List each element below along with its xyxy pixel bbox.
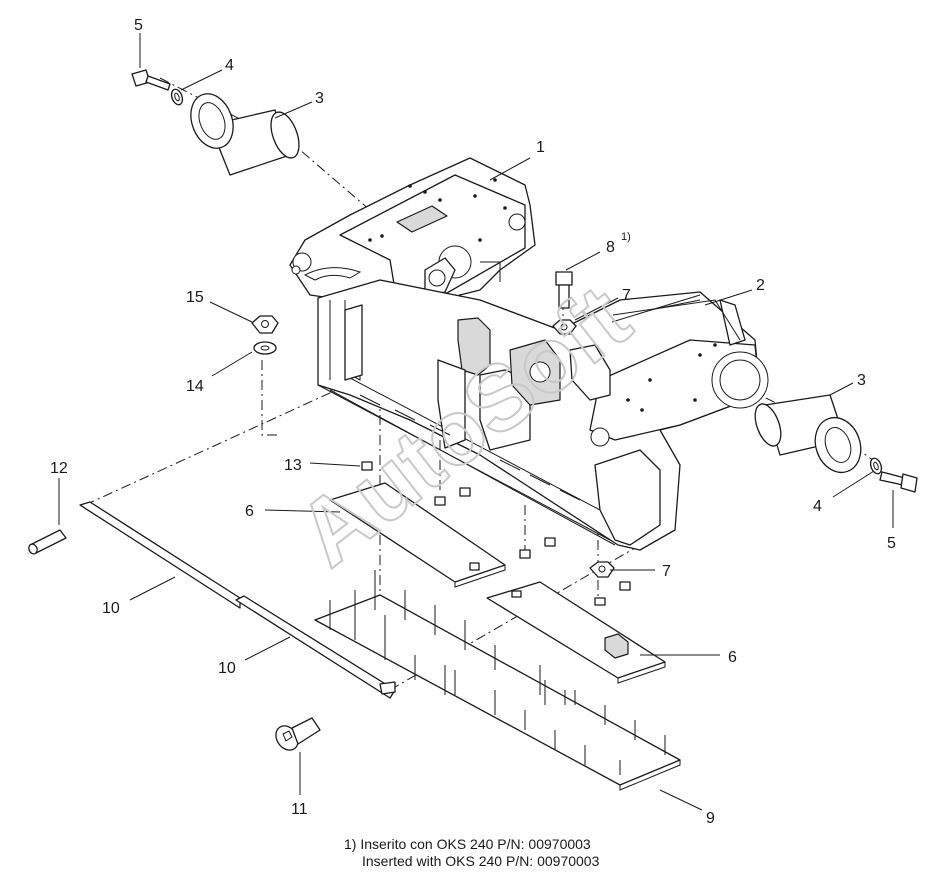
callout-9: 9 <box>706 810 715 827</box>
plate-part-6-upper <box>329 482 506 588</box>
bolt-part-5-lower <box>879 471 918 493</box>
footnote-italian: 1) Inserito con OKS 240 P/N: 00970003 <box>344 836 591 852</box>
nut-part-7-lower <box>589 561 631 606</box>
washer-part-14 <box>253 341 277 355</box>
callout-4-lower: 4 <box>813 498 822 515</box>
callout-5-lower: 5 <box>887 535 896 552</box>
callout-3-upper: 3 <box>315 90 324 107</box>
callout-15: 15 <box>186 289 204 306</box>
footnote-english: Inserted with OKS 240 P/N: 00970003 <box>362 853 600 869</box>
callout-2: 2 <box>756 277 765 294</box>
callout-11: 11 <box>291 801 308 818</box>
callout-7-upper: 7 <box>622 287 631 304</box>
callout-6-lower: 6 <box>728 649 737 666</box>
callout-8: 8 <box>606 239 615 256</box>
strip-part-10-lower <box>235 595 396 699</box>
callout-5-upper: 5 <box>134 17 143 34</box>
pin-part-12 <box>28 529 67 555</box>
main-frame-part-2 <box>317 279 769 551</box>
nut-part-15 <box>251 315 279 334</box>
callout-4-upper: 4 <box>225 57 234 74</box>
callout-10-lower: 10 <box>218 660 236 677</box>
plate-part-6-lower <box>486 581 666 684</box>
callout-14: 14 <box>186 378 204 395</box>
nut-part-7-upper <box>552 319 577 335</box>
callout-12: 12 <box>50 460 68 477</box>
bolt-part-5-upper <box>131 69 171 91</box>
frame-bracket-part-1 <box>289 157 536 326</box>
screw-part-11 <box>275 717 321 751</box>
callout-6-upper: 6 <box>245 503 254 520</box>
callout-1: 1 <box>536 139 545 156</box>
washer-part-4-upper <box>170 88 184 106</box>
callout-10-upper: 10 <box>102 600 120 617</box>
tube-flange-part-3-upper <box>190 93 300 176</box>
tube-flange-part-3-lower <box>754 394 862 474</box>
callout-7-lower: 7 <box>662 563 671 580</box>
nuts-part-13 <box>361 461 556 559</box>
strip-part-10-upper <box>79 501 241 609</box>
callout-labels: 1 2 3 3 4 4 5 5 6 6 7 7 8 1) 9 10 10 11 … <box>50 17 896 827</box>
base-plate-part-9 <box>314 570 681 791</box>
footnote: 1) Inserito con OKS 240 P/N: 00970003 In… <box>344 836 599 870</box>
bolt-part-8 <box>555 271 573 309</box>
leader-lines <box>58 33 894 811</box>
callout-3-lower: 3 <box>857 372 866 389</box>
washer-part-4-lower <box>869 457 883 475</box>
callout-8-note: 1) <box>621 231 631 243</box>
callout-13: 13 <box>284 457 302 474</box>
